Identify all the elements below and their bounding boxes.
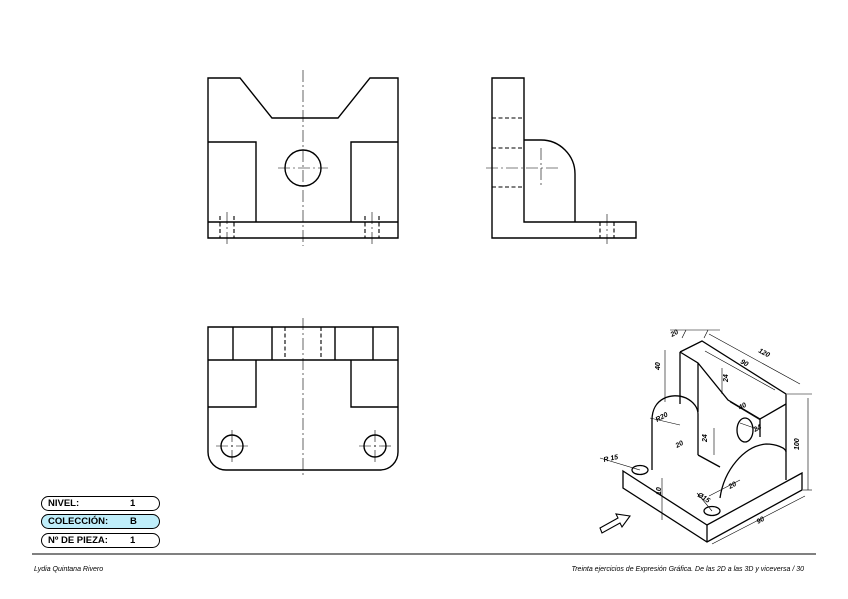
coleccion-label: COLECCIÓN: xyxy=(48,516,109,527)
dim-20-b: 20 xyxy=(727,481,738,491)
footer-author: Lydia Quintana Rivero xyxy=(34,566,104,573)
pieza-label: Nº DE PIEZA: xyxy=(48,535,108,546)
nivel-label: NIVEL: xyxy=(48,498,80,509)
dim-90-top: 90 xyxy=(739,359,749,369)
side-view xyxy=(486,77,637,244)
isometric-view xyxy=(599,329,812,545)
dim-20-a: 20 xyxy=(674,440,685,450)
pieza-badge: Nº DE PIEZA: 1 xyxy=(41,533,160,548)
dim-20-top: 20 xyxy=(669,329,680,339)
dim-d15: Ø15 xyxy=(696,492,711,505)
dim-24-hole: 24 xyxy=(752,424,763,434)
nivel-badge: NIVEL: 1 xyxy=(41,496,160,511)
iso-bore xyxy=(736,417,754,443)
dim-r15: R 15 xyxy=(603,454,619,464)
coleccion-badge: COLECCIÓN: B xyxy=(41,514,160,529)
dim-40-left: 40 xyxy=(655,362,662,371)
coleccion-value: B xyxy=(130,516,137,527)
top-view xyxy=(207,318,399,476)
dim-10: 10 xyxy=(656,487,663,495)
dim-24-slot: 24 xyxy=(723,374,730,383)
dim-90-bot: 90 xyxy=(756,516,766,526)
iso-hole-left xyxy=(631,464,649,476)
footer-series: Treinta ejercicios de Expresión Gráfica.… xyxy=(571,566,804,573)
front-view xyxy=(207,70,399,246)
dim-24-bore: 24 xyxy=(702,434,709,443)
pieza-value: 1 xyxy=(130,535,136,546)
dim-120: 120 xyxy=(757,348,771,360)
view-arrow xyxy=(599,513,631,534)
dim-100: 100 xyxy=(794,438,801,450)
dim-40-mid: 40 xyxy=(737,402,748,412)
iso-hole-right xyxy=(703,505,721,517)
nivel-value: 1 xyxy=(130,498,136,509)
